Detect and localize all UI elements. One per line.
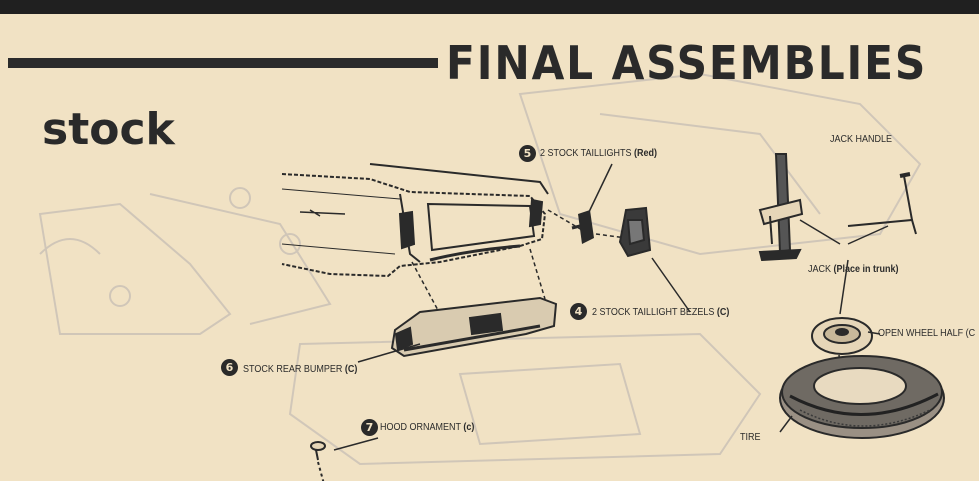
car-rear-icon [281,163,549,278]
section-subtitle: stock [42,104,175,155]
top-border [0,0,979,14]
tire-icon [779,355,945,439]
jack-label: JACK (Place in trunk) [808,264,899,275]
jack-label-note: (Place in trunk) [833,264,899,275]
callout-text: HOOD ORNAMENT [380,422,461,433]
callout-text: STOCK REAR BUMPER [243,364,343,375]
callout-number-4: 4 [570,303,587,320]
parts-illustration [281,153,945,481]
callout-label-bumper: STOCK REAR BUMPER (C) [243,364,357,375]
callout-text: 2 STOCK TAILLIGHTS [540,148,632,159]
tire-label: TIRE [740,432,761,443]
callout-note: (C) [716,307,730,318]
callout-note: (c) [463,422,475,433]
instruction-sheet: FINAL ASSEMBLIES stock [0,14,979,481]
open-wheel-half-label: OPEN WHEEL HALF (C [878,328,976,339]
callout-note: (C) [344,364,358,375]
bumper-icon [390,296,558,358]
callout-label-bezels: 2 STOCK TAILLIGHT BEZELS (C) [592,307,729,318]
callout-number-7: 7 [361,419,378,436]
hood-ornament-icon [310,441,326,481]
callout-number-6: 6 [221,359,238,376]
callout-label-hood-ornament: HOOD ORNAMENT (c) [380,422,474,433]
bezel-icon [618,206,652,258]
jack-handle-label: JACK HANDLE [830,134,893,145]
jack-label-text: JACK [808,264,832,275]
title-rule [8,58,438,68]
taillight-icon [571,210,594,244]
callout-number-5: 5 [519,145,536,162]
jack-handle-icon [847,172,917,235]
callout-note: (Red) [634,148,658,159]
page-title: FINAL ASSEMBLIES [446,36,928,90]
callout-text: 2 STOCK TAILLIGHT BEZELS [592,307,715,318]
wheel-icon [811,317,873,355]
callout-label-taillights: 2 STOCK TAILLIGHTS (Red) [540,148,657,159]
jack-icon [758,153,804,262]
bleed-through-background [38,72,922,466]
